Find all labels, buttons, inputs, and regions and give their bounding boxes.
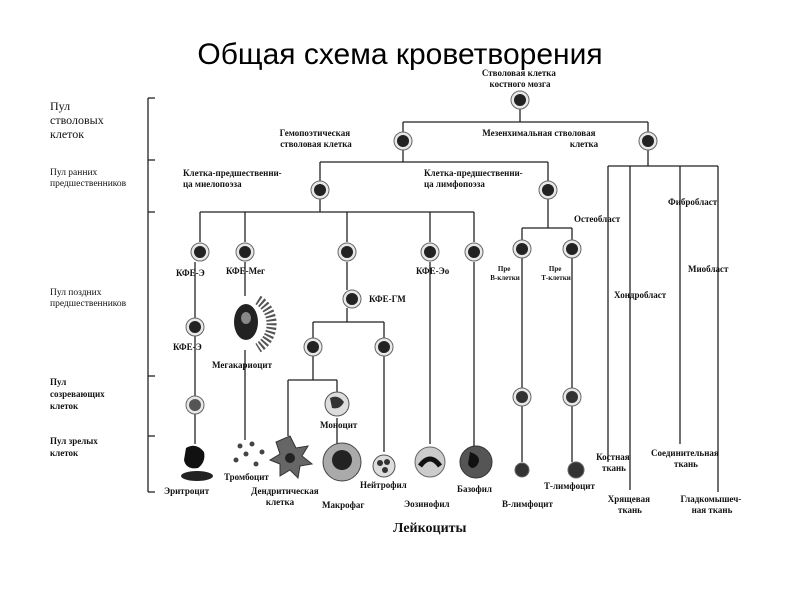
label-basophil: Базофил <box>457 484 492 494</box>
label-erythrocyte: Эритроцит <box>164 486 210 496</box>
label-cartilage-tissue: Хрящевая ткань <box>608 494 652 515</box>
label-myoblast: Миобласт <box>688 264 729 274</box>
label-b-lymphocyte: В-лимфоцит <box>502 499 553 509</box>
cell-eosinophil <box>414 446 446 478</box>
cell-t-lymphocyte <box>567 461 585 479</box>
label-kfe-e: КФЕ-Э <box>176 268 205 278</box>
label-dendritic: Дендритическая клетка <box>251 486 321 507</box>
label-lympho: Клетка-предшественни- ца лимфопоэза <box>424 168 525 189</box>
label-t-lymphocyte: Т-лимфоцит <box>544 481 595 491</box>
lineage-connectors <box>194 108 719 492</box>
pool-late: Пул поздних предшественников <box>50 288 127 309</box>
label-monocyte: Моноцит <box>320 420 358 430</box>
label-kfe-e2: КФЕ-Э <box>173 342 202 352</box>
cell-macrophage <box>322 442 362 482</box>
label-chondroblast: Хондробласт <box>614 290 667 300</box>
label-myelo: Клетка-предшественни- ца миелопоэза <box>183 168 284 189</box>
pool-early: Пул ранних предшественников <box>50 168 127 189</box>
label-osteoblast: Остеобласт <box>574 214 621 224</box>
label-eosinophil: Эозинофил <box>404 499 450 509</box>
slide-title: Общая схема кроветворения <box>197 38 603 71</box>
label-megakaryocyte: Мегакариоцит <box>212 360 273 370</box>
label-kfe-gm: КФЕ-ГМ <box>369 294 406 304</box>
pool-stem: Пул стволовых клеток <box>50 99 107 141</box>
label-kfe-meg: КФЕ-Мег <box>226 266 265 276</box>
cells <box>181 90 658 482</box>
label-bone-tissue: Костная ткань <box>596 452 632 473</box>
pool-mature: Пул зрелых клеток <box>50 436 100 458</box>
label-smooth-muscle: Гладкомышеч- ная ткань <box>680 494 743 515</box>
label-kfe-eo: КФЕ-Эо <box>416 266 450 276</box>
label-fibroblast: Фибробласт <box>668 197 718 207</box>
label-hsc: Гемопоэтическая стволовая клетка <box>280 128 353 149</box>
label-leukocytes: Лейкоциты <box>393 521 467 536</box>
label-msc: Мезенхимальная стволовая клетка <box>482 128 598 149</box>
label-bm-stem: Стволовая клетка костного мозга <box>482 68 558 89</box>
label-pre-t: Пре Т-клетки <box>541 265 571 282</box>
cell-dendritic <box>268 435 314 480</box>
cell-neutrophil <box>372 454 396 478</box>
label-neutrophil: Нейтрофил <box>360 480 407 490</box>
cell-b-lymphocyte <box>514 462 530 478</box>
pool-maturing: Пул созревающих клеток <box>50 377 107 411</box>
cell-thrombocytes <box>233 441 265 467</box>
cell-megakaryocyte <box>234 295 277 353</box>
label-macrophage: Макрофаг <box>322 500 365 510</box>
label-thrombocyte: Тромбоцит <box>224 472 269 482</box>
label-pre-b: Пре В-клетки <box>490 265 520 282</box>
label-connective-tissue: Соединительная ткань <box>651 448 721 469</box>
cell-monocyte <box>324 391 350 417</box>
pool-bracket <box>147 97 155 493</box>
cell-erythrocyte <box>181 445 213 481</box>
cell-basophil <box>459 445 493 479</box>
